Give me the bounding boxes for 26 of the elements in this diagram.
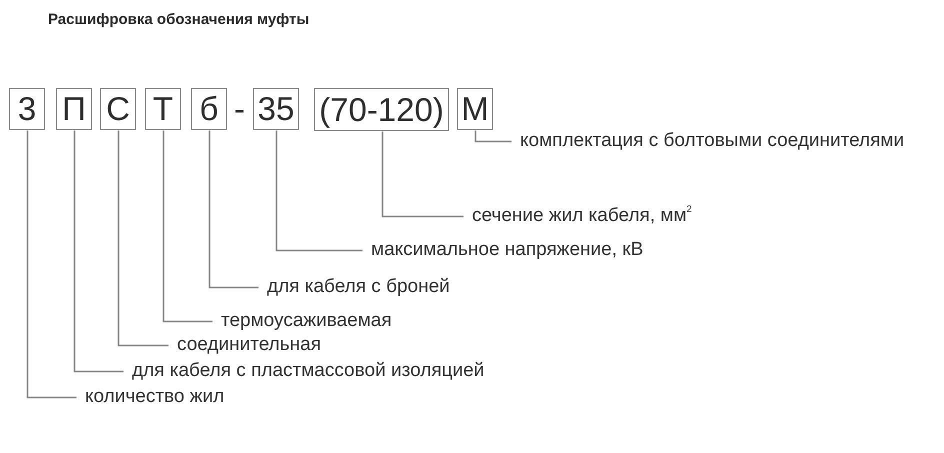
leader-line bbox=[74, 130, 124, 372]
leader-line bbox=[276, 130, 362, 252]
code-box: 3 bbox=[9, 88, 45, 130]
code-box: М bbox=[457, 88, 493, 130]
description-label: соединительная bbox=[168, 333, 321, 357]
code-box: (70-120) bbox=[314, 88, 449, 131]
description-label: сечение жил кабеля, мм$^{2}$ bbox=[463, 204, 692, 228]
leader-line bbox=[118, 130, 168, 346]
leader-line bbox=[26, 130, 76, 398]
diagram-title: Расшифровка обозначения муфты bbox=[48, 11, 310, 29]
description-label: максимальное напряжение, кВ bbox=[362, 238, 644, 262]
description-label: комплектация с болтовыми соединителями bbox=[511, 129, 904, 153]
code-box: Т bbox=[145, 88, 181, 130]
leader-line bbox=[382, 132, 464, 218]
code-box: С bbox=[100, 88, 136, 130]
leader-line bbox=[162, 130, 212, 322]
code-box: б bbox=[191, 88, 227, 130]
code-box: П bbox=[56, 88, 92, 130]
description-label: термоусаживаемая bbox=[212, 309, 392, 333]
leader-line bbox=[208, 130, 258, 288]
description-label: для кабеля с пластмассовой изоляцией bbox=[123, 359, 484, 383]
separator-dash: - bbox=[234, 91, 245, 127]
leader-line bbox=[474, 130, 512, 142]
description-label: количество жил bbox=[76, 385, 224, 409]
description-label: для кабеля с броней bbox=[258, 275, 450, 299]
code-box: 35 bbox=[253, 88, 299, 130]
